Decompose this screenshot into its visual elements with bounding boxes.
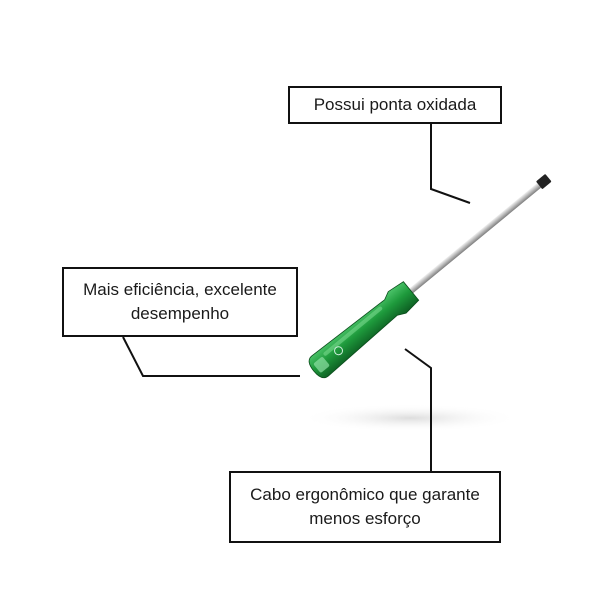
leader-line-grip	[404, 348, 432, 471]
callout-efficiency-line1: Mais eficiência, excelente	[83, 280, 277, 299]
callout-grip: Cabo ergonômico que garante menos esforç…	[229, 471, 501, 543]
brand-logo-icon	[334, 346, 344, 356]
product-shadow	[300, 404, 520, 432]
callout-efficiency: Mais eficiência, excelente desempenho	[62, 267, 298, 337]
callout-efficiency-line2: desempenho	[130, 304, 230, 323]
callout-tip: Possui ponta oxidada	[288, 86, 502, 124]
screwdriver-tip	[536, 174, 552, 189]
callout-grip-line2: menos esforço	[309, 509, 421, 528]
leader-line-tip	[430, 124, 471, 204]
callout-grip-line1: Cabo ergonômico que garante	[250, 485, 480, 504]
screwdriver-image	[308, 174, 552, 379]
leader-line-efficiency	[122, 336, 300, 377]
callout-tip-text: Possui ponta oxidada	[313, 95, 477, 114]
screwdriver-shaft	[405, 180, 545, 297]
